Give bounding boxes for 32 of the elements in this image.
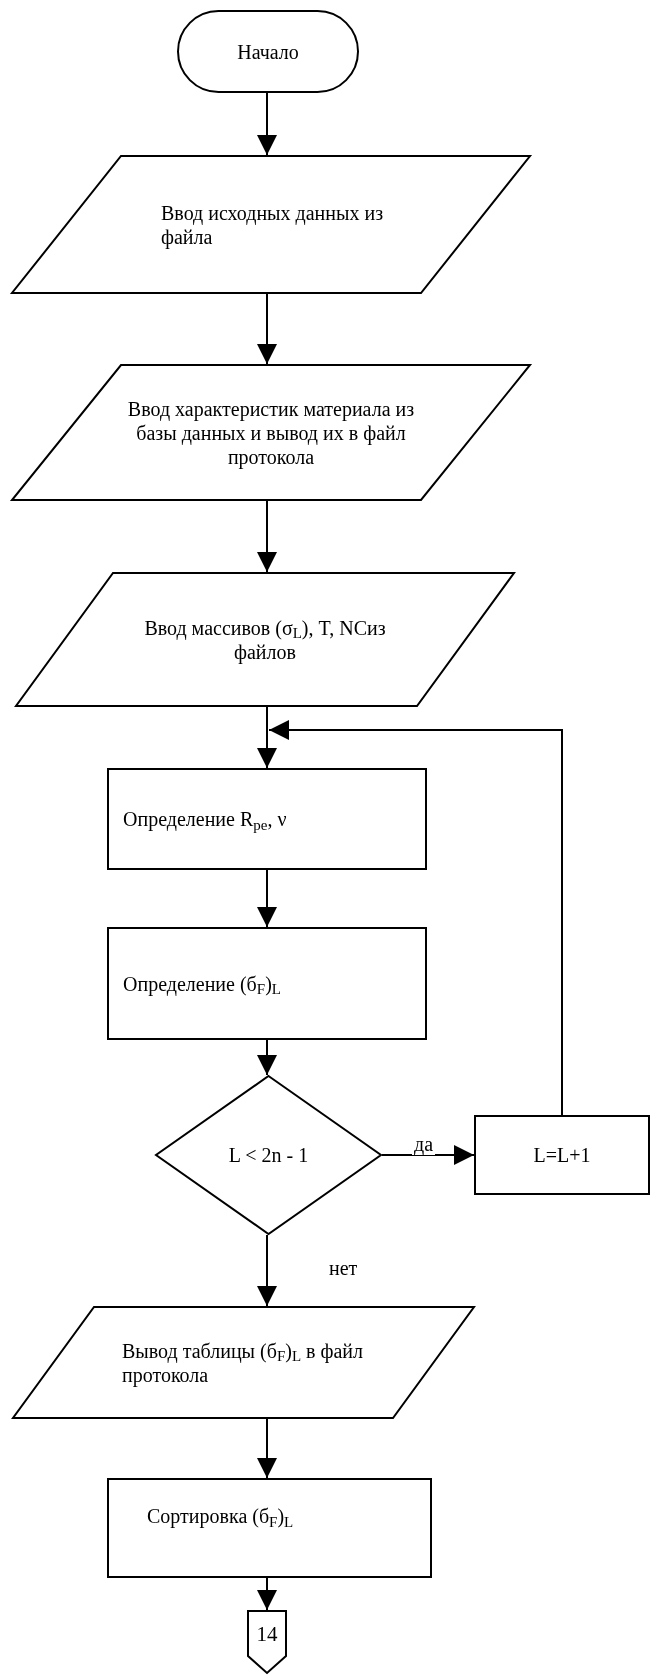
node-text: Сортировка (б$_{F}$)$_{L}$ [147,1504,295,1528]
node-text: Ввод исходных данных из файла [161,200,385,249]
arrow [257,869,277,928]
arrow [257,1418,277,1479]
arrow [257,706,277,769]
node-text: Определение (б$_{F}$)$_{L}$ [123,971,282,996]
off-page-connector [247,1610,287,1674]
arrow [268,720,563,1116]
arrow [257,500,277,573]
node-text: 14 [256,1622,278,1646]
process-box [107,927,427,1040]
process-box [107,768,427,870]
arrow [257,293,277,365]
node-text: L=L+1 [533,1143,591,1167]
input-output-parallelogram [12,1306,475,1419]
node-text: Ввод массивов (σ$_{L}$), T, NCиз файлов [143,615,387,664]
node-text: Начало [237,39,299,64]
node-text: L < 2n - 1 [228,1143,309,1167]
input-output-parallelogram [11,155,531,294]
node-text: Вывод таблицы (б$_{F}$)$_{L}$ в файл протокола [122,1338,365,1387]
arrow [257,1039,277,1076]
decision-diamond [155,1075,382,1235]
node-text: Ввод характеристик материала из базы данных и вывод их в файл протокола [126,396,416,469]
input-output-parallelogram [15,572,515,707]
arrow [257,1577,277,1611]
arrow [257,1234,277,1307]
arrow [257,92,277,156]
input-output-parallelogram [11,364,531,501]
process-box [474,1115,650,1195]
process-box [107,1478,432,1578]
arrow [381,1145,475,1165]
node-text: Определение R$_{pe}$, ν [123,807,288,831]
